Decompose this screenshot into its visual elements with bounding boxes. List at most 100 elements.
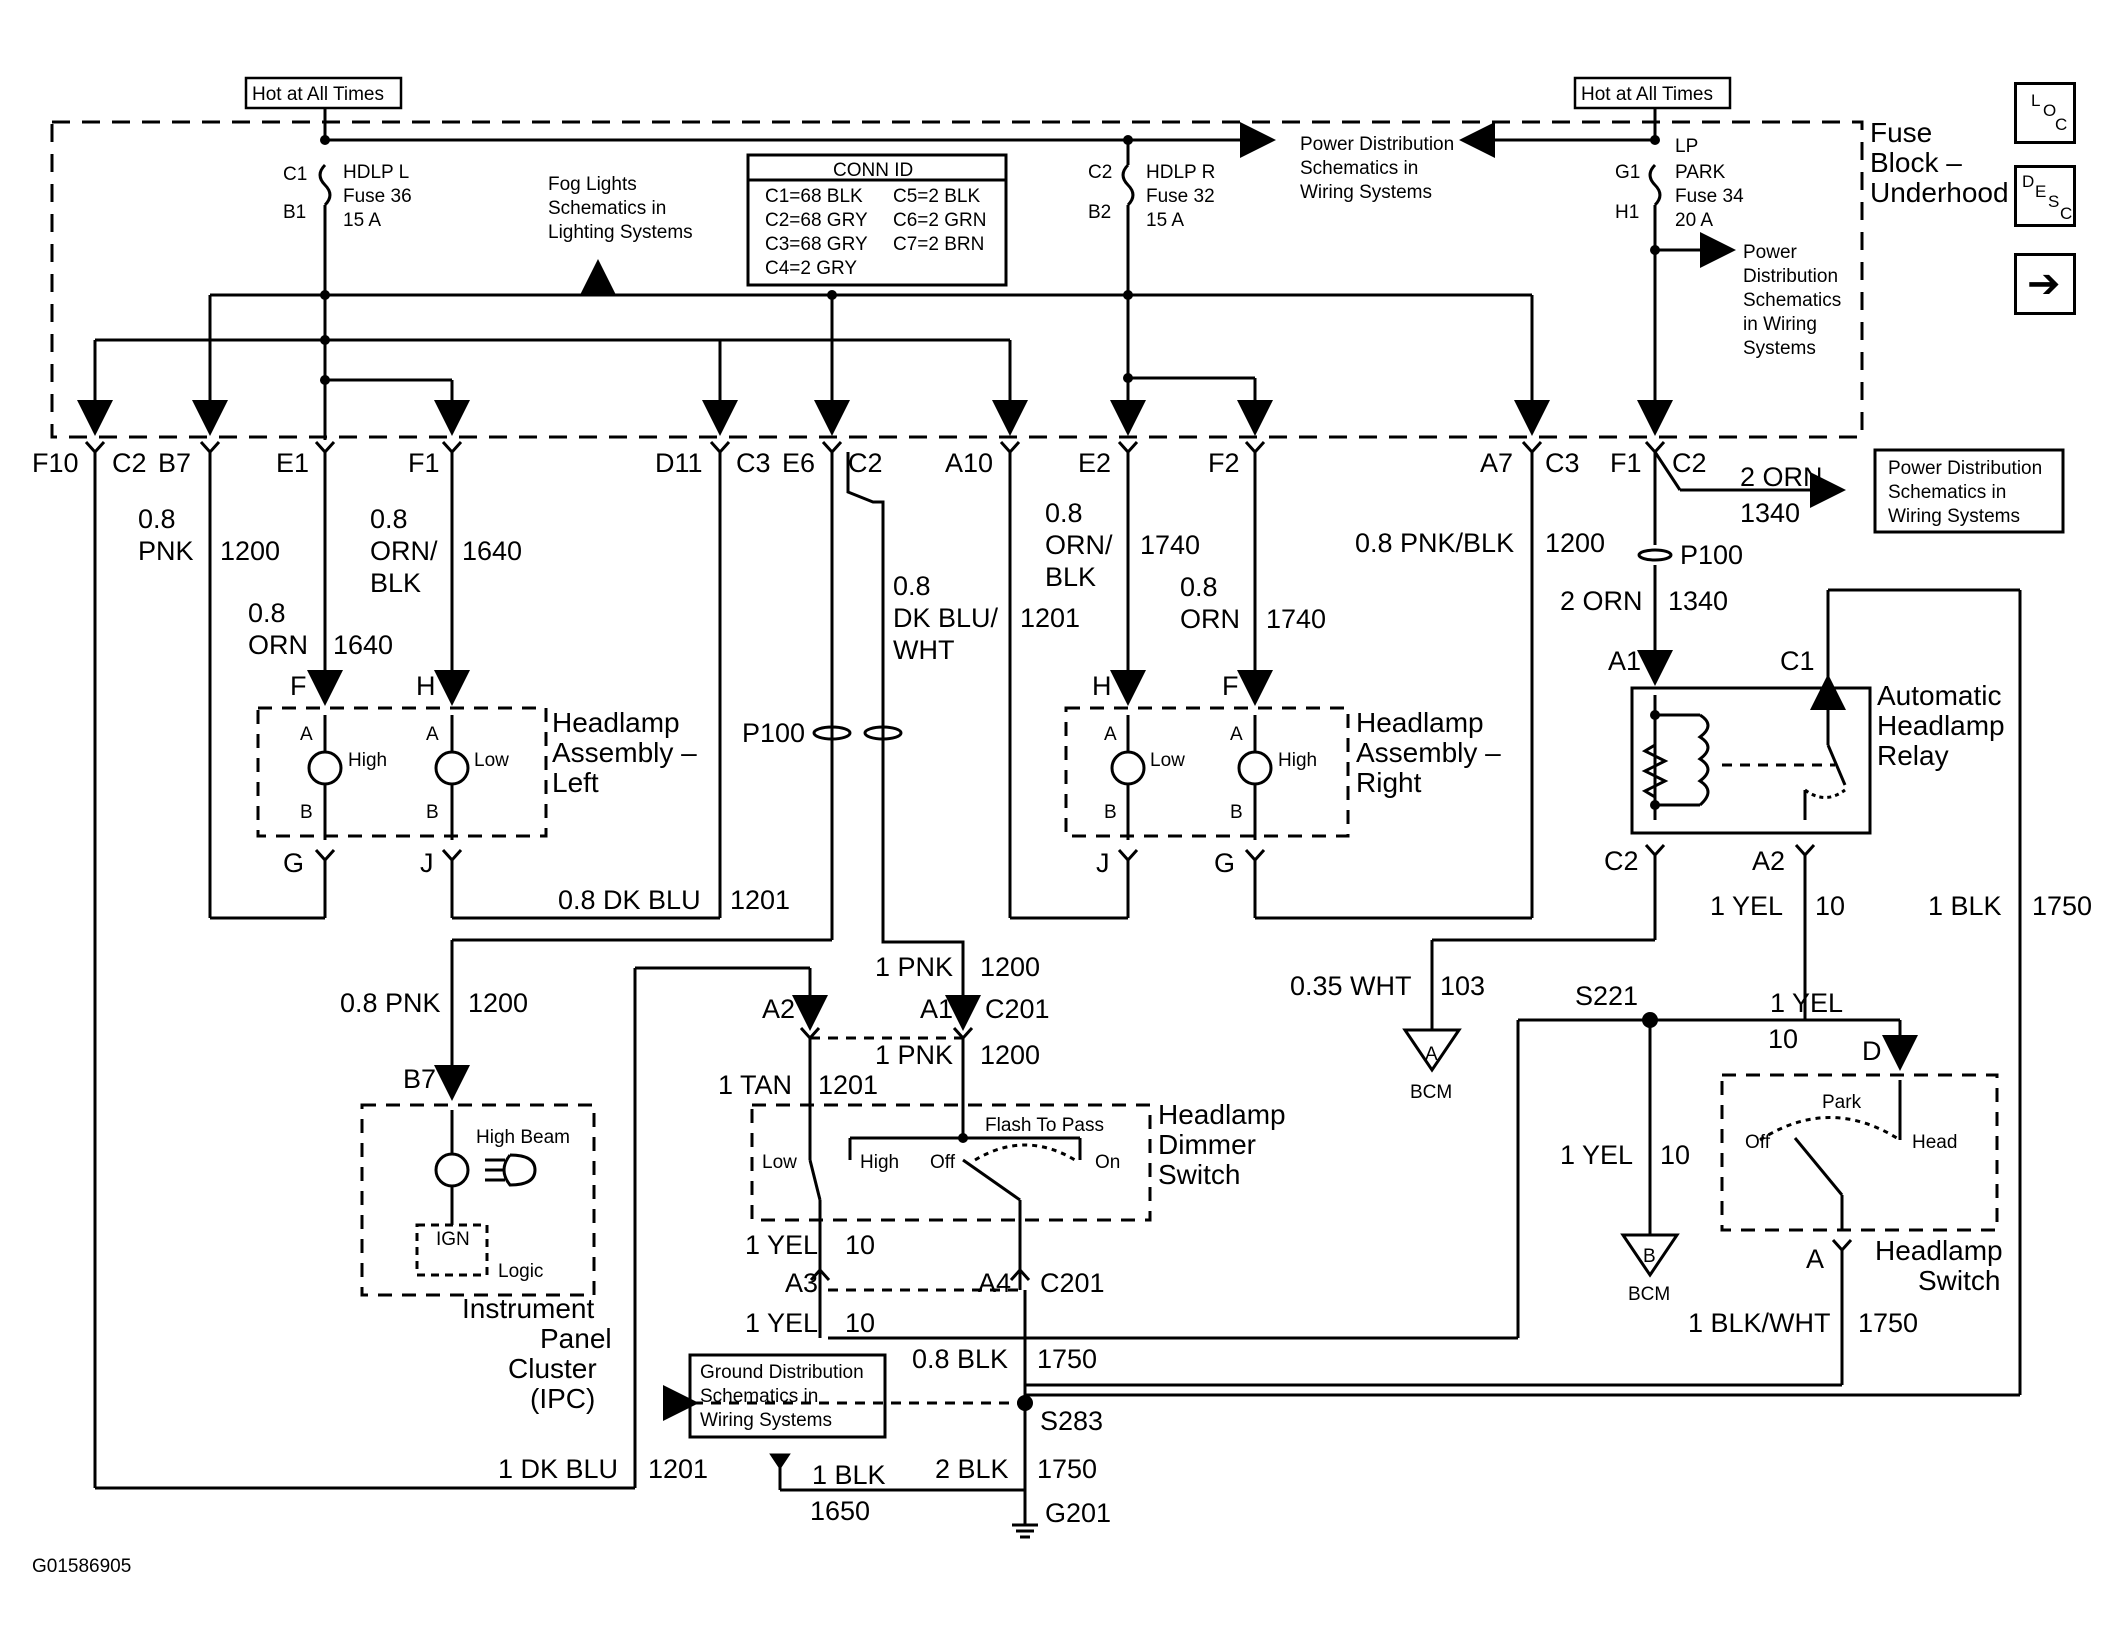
pin-a2-dimmer: A2	[762, 994, 795, 1024]
connector-c3-right: C3	[1545, 448, 1580, 478]
ipc-title-1: Instrument	[462, 1293, 594, 1324]
headlamp-right-low: Low	[1150, 750, 1185, 771]
bcm-a-letter: A	[1425, 1044, 1438, 1065]
pin-a-left-low: A	[426, 724, 439, 745]
ground-distribution-box	[688, 1353, 887, 1439]
power-dist-right-5: Systems	[1743, 338, 1816, 359]
pin-f-right: F	[1222, 671, 1239, 701]
pin-a-right-low: A	[1104, 724, 1117, 745]
wire-25-color: 1 YEL	[1560, 1140, 1633, 1170]
conn-id-title: CONN ID	[833, 160, 913, 181]
headlamp-right-title-1: Headlamp	[1356, 707, 1484, 738]
connector-e1: E1	[276, 448, 309, 478]
wire-12-color: 1 PNK	[875, 952, 953, 982]
ground-g201: G201	[1045, 1498, 1111, 1528]
bcm-triangle-a	[1402, 1028, 1462, 1073]
pin-c2-relay: C2	[1604, 846, 1639, 876]
location-button[interactable]: L O C	[2014, 82, 2076, 144]
dimmer-low: Low	[762, 1152, 797, 1173]
power-dist-box-2: Schematics in	[1888, 482, 2006, 503]
connector-d11: D11	[655, 448, 703, 478]
wire-21-color: 1 YEL	[1710, 891, 1783, 921]
headlamp-left-title-3: Left	[552, 767, 599, 798]
pin-j-left: J	[420, 848, 434, 878]
wire-4-gauge: 0.8	[893, 571, 931, 601]
fuse-left-pin-bot: B1	[283, 202, 306, 223]
pin-a3-dimmer: A3	[785, 1268, 818, 1298]
hot-at-all-times-left: Hot at All Times	[252, 84, 384, 105]
headlamp-right-title-3: Right	[1356, 767, 1422, 798]
fuse-right-pin-bot: H1	[1615, 202, 1639, 223]
pin-j-right: J	[1096, 848, 1110, 878]
wire-6-circuit: 1740	[1266, 604, 1326, 634]
fuse-mid-line-1: HDLP R	[1146, 162, 1215, 183]
wire-24-color: 1 YEL	[1770, 988, 1843, 1018]
wire-5-color-2: BLK	[1045, 562, 1096, 592]
wire-11-circuit: 1200	[468, 988, 528, 1018]
p100-left: P100	[742, 718, 805, 748]
connector-a7: A7	[1480, 448, 1513, 478]
wire-10-circuit: 1201	[730, 885, 790, 915]
wire-3-circuit: 1640	[462, 536, 522, 566]
power-dist-box-3: Wiring Systems	[1888, 506, 2020, 527]
power-dist-right-1: Power	[1743, 242, 1798, 263]
ipc-ign: IGN	[436, 1229, 470, 1250]
instrument-panel-cluster-box	[360, 1103, 596, 1297]
relay-title-3: Relay	[1877, 740, 1949, 771]
ipc-high-beam: High Beam	[476, 1127, 570, 1148]
wire-22-circuit: 1750	[2032, 891, 2092, 921]
wire-17-circuit: 1750	[1037, 1344, 1097, 1374]
connector-a10: A10	[945, 448, 993, 478]
fuse-block-label-3: Underhood	[1870, 177, 2009, 208]
pin-a4-dimmer: A4	[978, 1268, 1011, 1298]
wire-18-circuit: 1650	[810, 1496, 870, 1526]
splice-s221: S221	[1575, 981, 1638, 1011]
wire-10-color: 0.8 DK BLU	[558, 885, 701, 915]
ipc-title-3: Cluster	[508, 1353, 597, 1384]
wire-14-circuit: 1201	[818, 1070, 878, 1100]
pin-a-switch: A	[1806, 1244, 1824, 1274]
fuse-mid-pin-bot: B2	[1088, 202, 1111, 223]
headlamp-switch-head: Head	[1912, 1132, 1957, 1153]
headlamp-left-high: High	[348, 750, 387, 771]
connector-c2-right: C2	[1672, 448, 1707, 478]
connector-e6: E6	[782, 448, 815, 478]
wire-14-color: 1 TAN	[718, 1070, 792, 1100]
wire-2-gauge: 0.8	[248, 598, 286, 628]
wire-9-color: 2 ORN	[1560, 586, 1643, 616]
power-dist-top-1: Power Distribution	[1300, 134, 1454, 155]
conn-id-c4: C4=2 GRY	[765, 258, 857, 279]
fuse-block-border	[50, 120, 1864, 439]
dimmer-title-1: Headlamp	[1158, 1099, 1286, 1130]
dimmer-high: High	[860, 1152, 899, 1173]
fuse-right-pin-top: G1	[1615, 162, 1640, 183]
conn-id-c3: C3=68 GRY	[765, 234, 868, 255]
fuse-34	[1648, 163, 1662, 207]
wire-13-color: 1 PNK	[875, 1040, 953, 1070]
headlamp-left-low: Low	[474, 750, 509, 771]
pin-a1-dimmer: A1	[920, 994, 953, 1024]
figure-id: G01586905	[32, 1556, 131, 1577]
power-dist-right-3: Schematics	[1743, 290, 1841, 311]
pin-b-left-low: B	[426, 802, 439, 823]
headlamp-assembly-left-box	[256, 706, 548, 838]
description-button[interactable]: D E S C	[2014, 165, 2076, 227]
pin-b-right-high: B	[1230, 802, 1243, 823]
wire-23-color: 0.35 WHT	[1290, 971, 1412, 1001]
bcm-a-label: BCM	[1410, 1082, 1452, 1103]
hot-at-all-times-box-right	[1573, 76, 1732, 110]
automatic-headlamp-relay-box	[1630, 686, 1872, 835]
fuse-mid-line-2: Fuse 32	[1146, 186, 1215, 207]
wire-15-circuit: 10	[845, 1230, 875, 1260]
ipc-title-2: Panel	[540, 1323, 612, 1354]
fuse-right-line-4: 20 A	[1675, 210, 1713, 231]
fuse-right-line-2: PARK	[1675, 162, 1726, 183]
connector-e2: E2	[1078, 448, 1111, 478]
wire-6-gauge: 0.8	[1180, 572, 1218, 602]
dimmer-title-2: Dimmer	[1158, 1129, 1256, 1160]
next-button[interactable]: ➔	[2014, 253, 2076, 315]
desc-letter-s: S	[2048, 192, 2060, 211]
wire-8-circuit: 1340	[1740, 498, 1800, 528]
wire-11-color: 0.8 PNK	[340, 988, 441, 1018]
